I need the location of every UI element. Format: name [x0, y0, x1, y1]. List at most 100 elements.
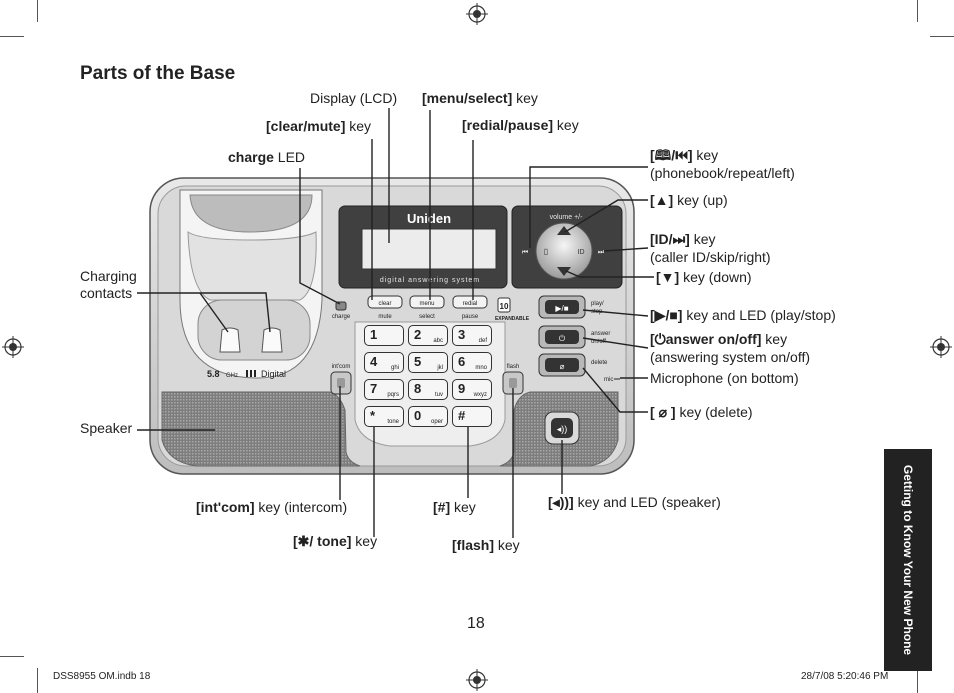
caller-id-icon: ID [654, 231, 669, 247]
keypad-digit: 2 [414, 327, 422, 342]
play-stop-key-label: [▶/■] key and LED (play/stop) [650, 307, 836, 323]
svg-text:play/: play/ [591, 301, 604, 307]
delete-key-label: [ ⌀ ] key (delete) [650, 404, 753, 420]
skip-forward-icon: ⏭ [672, 231, 686, 247]
keypad-key-2[interactable]: 2 abc [408, 325, 448, 346]
svg-text:⏮: ⏮ [522, 249, 528, 256]
crop-mark [917, 668, 918, 693]
asterisk-icon: ✱ [297, 533, 310, 549]
svg-text:ID: ID [578, 249, 585, 256]
display-lcd-label: Display (LCD) [310, 90, 398, 106]
phonebook-key-label: [🕮/⏮] key [650, 147, 719, 163]
crop-mark [930, 36, 954, 37]
speaker-label: Speaker [80, 420, 133, 436]
keypad-key-star[interactable]: * tone [364, 406, 404, 427]
clear-mute-key-label: [clear/mute] key [266, 118, 372, 134]
answer-key-description: (answering system on/off) [650, 349, 811, 365]
svg-text:answer: answer [591, 331, 610, 337]
charging-contact-left [219, 327, 241, 353]
keypad-digit: 8 [414, 381, 422, 396]
svg-text:delete: delete [591, 360, 608, 366]
keypad-key-5[interactable]: 5 jkl [408, 352, 448, 373]
keypad-digit: 9 [458, 381, 466, 396]
svg-text:▯: ▯ [544, 247, 548, 256]
keypad-letters: tuv [434, 392, 443, 398]
answer-key-label: [⏻answer on/off] key [650, 331, 788, 347]
speaker-key-label: [◂))] key and LED (speaker) [548, 494, 721, 510]
microphone-label: Microphone (on bottom) [650, 370, 799, 386]
keypad-key-9[interactable]: 9 wxyz [452, 379, 492, 400]
svg-text:int'com: int'com [332, 364, 351, 370]
charging-contact-right [261, 327, 283, 353]
svg-text:10: 10 [500, 302, 509, 311]
keypad-key-4[interactable]: 4 ghi [364, 352, 404, 373]
up-arrow-icon: ▲ [654, 192, 669, 208]
registration-mark-icon [466, 669, 488, 691]
speaker-icon: ◂)) [552, 494, 570, 510]
svg-text:⏻: ⏻ [559, 334, 566, 343]
keypad-key-1[interactable]: 1 [364, 325, 404, 346]
crop-mark [0, 656, 24, 657]
crop-mark [0, 36, 24, 37]
svg-text:pause: pause [462, 314, 479, 320]
speaker-grille [161, 391, 361, 467]
keypad-letters: tone [387, 419, 399, 425]
keypad-letters: pqrs [387, 392, 399, 398]
tone-key-label: [✱/ tone] key [293, 533, 378, 549]
keypad-digit: * [370, 408, 376, 423]
svg-text:menu: menu [419, 301, 434, 307]
keypad-digit: 7 [370, 381, 378, 396]
keypad-letters: def [478, 338, 487, 344]
svg-text:mute: mute [378, 314, 392, 320]
charge-led-label: charge LED [228, 149, 306, 165]
svg-text:EXPANDABLE: EXPANDABLE [495, 316, 530, 322]
svg-text:mic: mic [604, 377, 613, 383]
page-title: Parts of the Base [80, 63, 236, 84]
keypad-letters: wxyz [473, 392, 487, 398]
intercom-key-label: [int'com] key (intercom) [196, 499, 348, 515]
keypad-digit: 0 [414, 408, 422, 423]
keypad-digit: 1 [370, 327, 378, 342]
keypad-letters: mno [475, 365, 487, 371]
keypad-letters: abc [433, 338, 443, 344]
side-tab: Getting to Know Your New Phone [884, 449, 932, 671]
svg-text:5.8: 5.8 [207, 369, 220, 379]
flash-key-label: [flash] key [452, 537, 520, 553]
skip-back-icon: ⏮ [675, 147, 688, 163]
pound-key-label: [#] key [433, 499, 476, 515]
keypad-key-pound[interactable]: # [452, 406, 492, 427]
svg-text:select: select [419, 314, 435, 320]
keypad-digit: # [458, 408, 466, 423]
svg-text:◂)): ◂)) [557, 424, 568, 434]
svg-text:volume +/-: volume +/- [550, 214, 584, 221]
svg-text:stop: stop [591, 309, 603, 315]
callerid-key-description: (caller ID/skip/right) [650, 249, 771, 265]
keypad-letters: oper [430, 419, 443, 425]
keypad-letters: jkl [437, 365, 443, 371]
svg-text:⌀: ⌀ [560, 362, 565, 371]
footer-right: 28/7/08 5:20:46 PM [801, 671, 889, 682]
power-icon: ⏻ [654, 331, 666, 347]
keypad-key-8[interactable]: 8 tuv [408, 379, 448, 400]
keypad-key-7[interactable]: 7 pqrs [364, 379, 404, 400]
menu-select-key-label: [menu/select] key [422, 90, 538, 106]
registration-mark-icon [466, 3, 488, 25]
svg-text:clear: clear [378, 301, 391, 307]
svg-text:Digital: Digital [261, 369, 286, 379]
redial-pause-key-label: [redial/pause] key [462, 117, 579, 133]
keypad-digit: 4 [370, 354, 378, 369]
keypad-letters: ghi [390, 365, 399, 371]
keypad-digit: 5 [414, 354, 422, 369]
delete-icon: ⌀ [658, 404, 667, 420]
keypad-key-0[interactable]: 0 oper [408, 406, 448, 427]
svg-text:GHz: GHz [226, 373, 238, 379]
play-stop-icon: ▶/■ [654, 307, 678, 323]
registration-mark-icon [2, 336, 24, 358]
page-number: 18 [467, 615, 485, 632]
crop-mark [917, 0, 918, 22]
footer-left: DSS8955 OM.indb 18 [53, 671, 151, 682]
